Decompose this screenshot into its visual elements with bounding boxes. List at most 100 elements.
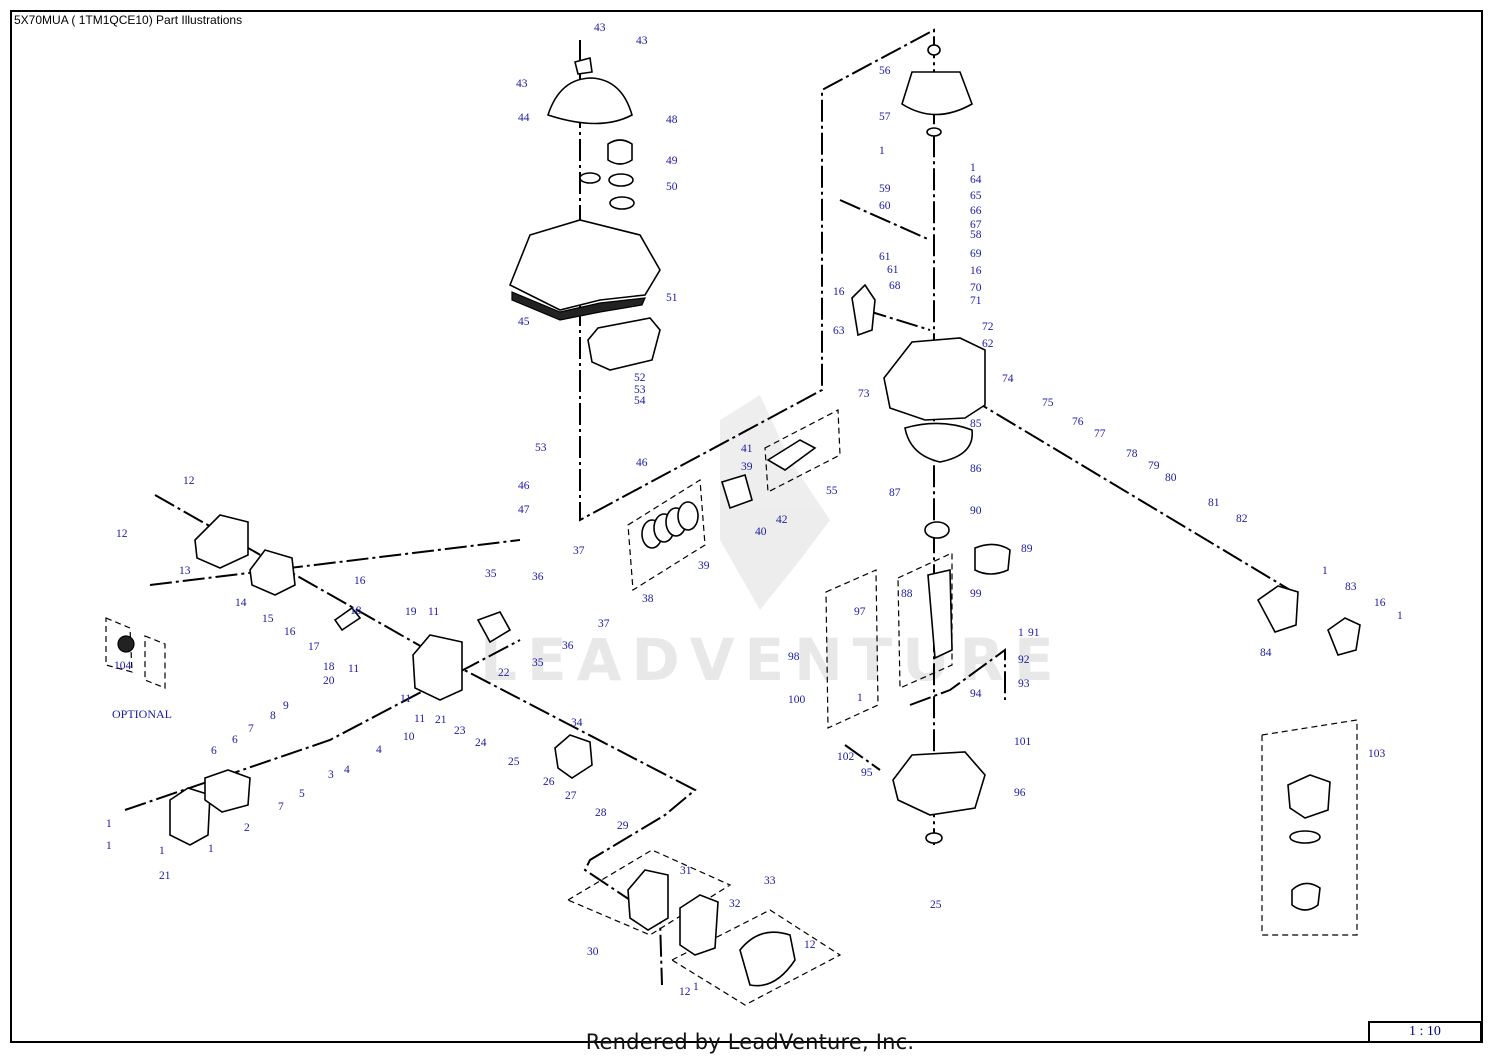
- callout-73: 73: [858, 388, 870, 400]
- callout-17: 17: [308, 641, 320, 653]
- callout-80: 80: [1165, 472, 1177, 484]
- callout-75: 75: [1042, 397, 1054, 409]
- callout-43: 43: [594, 22, 606, 34]
- callout-1: 1: [106, 818, 112, 830]
- callout-71: 71: [970, 295, 982, 307]
- callout-7: 7: [248, 723, 254, 735]
- watermark: LEADVENTURE: [480, 395, 1054, 694]
- callout-20: 20: [323, 675, 335, 687]
- callout-18: 18: [350, 605, 362, 617]
- callout-53: 53: [535, 442, 547, 454]
- callout-1: 1: [1397, 610, 1403, 622]
- callout-28: 28: [595, 807, 607, 819]
- callout-97: 97: [854, 606, 866, 618]
- footer-credit: Rendered by LeadVenture, Inc.: [585, 1030, 915, 1054]
- group-boxes: [105, 409, 1358, 1006]
- callout-25: 25: [508, 756, 520, 768]
- part-shapes: [117, 44, 1361, 987]
- callout-74: 74: [1002, 373, 1014, 385]
- callout-77: 77: [1094, 428, 1106, 440]
- callout-4: 4: [344, 764, 350, 776]
- callout-58: 58: [970, 229, 982, 241]
- callout-92: 92: [1018, 654, 1030, 666]
- callout-100: 100: [788, 694, 806, 706]
- callout-40: 40: [755, 526, 767, 538]
- callout-14: 14: [235, 597, 247, 609]
- callout-25: 25: [930, 899, 942, 911]
- callout-1: 1: [879, 145, 885, 157]
- callout-98: 98: [788, 651, 800, 663]
- callout-72: 72: [982, 321, 994, 333]
- callout-37: 37: [573, 545, 585, 557]
- callout-1: 1: [1018, 627, 1024, 639]
- callout-8: 8: [270, 710, 276, 722]
- callout-85: 85: [970, 418, 982, 430]
- callout-16: 16: [284, 626, 296, 638]
- assembly-axes: [124, 28, 1291, 986]
- callout-45: 45: [518, 316, 530, 328]
- callout-10: 10: [403, 731, 415, 743]
- callout-48: 48: [666, 114, 678, 126]
- callout-52: 52: [634, 372, 646, 384]
- callout-103: 103: [1368, 748, 1386, 760]
- page-title: 5X70MUA ( 1TM1QCE10) Part Illustrations: [14, 13, 243, 27]
- callout-36: 36: [562, 640, 574, 652]
- callout-16: 16: [1374, 597, 1386, 609]
- callout-1: 1: [970, 162, 976, 174]
- callout-35: 35: [485, 568, 497, 580]
- callout-30: 30: [587, 946, 599, 958]
- callout-9: 9: [283, 700, 289, 712]
- callout-46: 46: [518, 480, 530, 492]
- callout-84: 84: [1260, 647, 1272, 659]
- callout-91: 91: [1028, 627, 1040, 639]
- callout-1: 1: [159, 845, 165, 857]
- callout-50: 50: [666, 181, 678, 193]
- optional-label: OPTIONAL: [112, 707, 172, 721]
- callout-43: 43: [516, 78, 528, 90]
- callout-79: 79: [1148, 460, 1160, 472]
- callout-70: 70: [970, 282, 982, 294]
- callout-78: 78: [1126, 448, 1138, 460]
- callout-68: 68: [889, 280, 901, 292]
- callout-31: 31: [680, 865, 692, 877]
- callout-43: 43: [636, 35, 648, 47]
- callout-66: 66: [970, 205, 982, 217]
- callout-69: 69: [970, 248, 982, 260]
- callout-53: 53: [634, 384, 646, 396]
- callout-1: 1: [208, 843, 214, 855]
- callout-38: 38: [642, 593, 654, 605]
- scale-box: 1 : 10: [1368, 1021, 1482, 1043]
- callout-37: 37: [598, 618, 610, 630]
- callout-32: 32: [729, 898, 741, 910]
- callout-12: 12: [804, 939, 816, 951]
- callout-36: 36: [532, 571, 544, 583]
- callout-6: 6: [211, 745, 217, 757]
- callout-1: 1: [857, 692, 863, 704]
- callout-57: 57: [879, 111, 891, 123]
- callout-21: 21: [435, 714, 447, 726]
- callout-13: 13: [179, 565, 191, 577]
- callout-4: 4: [376, 744, 382, 756]
- callout-12: 12: [116, 528, 128, 540]
- callout-34: 34: [571, 717, 583, 729]
- callout-16: 16: [970, 265, 982, 277]
- callout-11: 11: [428, 606, 439, 618]
- callout-19: 19: [405, 606, 417, 618]
- callout-11: 11: [348, 663, 359, 675]
- callout-46: 46: [636, 457, 648, 469]
- callout-99: 99: [970, 588, 982, 600]
- callout-61: 61: [879, 251, 891, 263]
- callout-64: 64: [970, 174, 982, 186]
- callout-60: 60: [879, 200, 891, 212]
- callout-82: 82: [1236, 513, 1248, 525]
- callout-2: 2: [244, 822, 250, 834]
- callout-62: 62: [982, 338, 994, 350]
- callout-29: 29: [617, 820, 629, 832]
- drawing-frame: [10, 10, 1483, 1043]
- callout-61: 61: [887, 264, 899, 276]
- callout-89: 89: [1021, 543, 1033, 555]
- callout-1: 1: [106, 840, 112, 852]
- callout-5: 5: [299, 788, 305, 800]
- callout-3: 3: [328, 769, 334, 781]
